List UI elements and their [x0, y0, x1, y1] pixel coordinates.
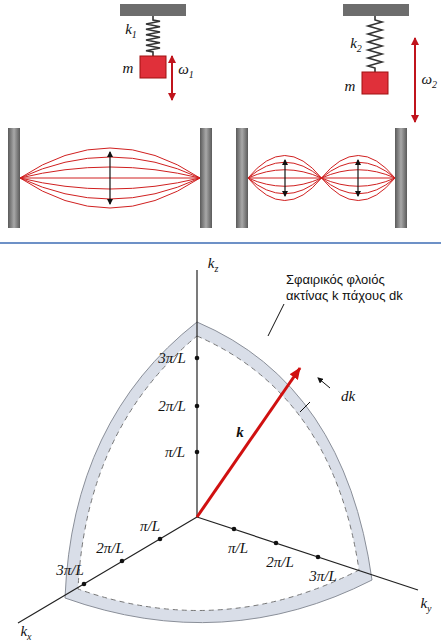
axis-label: 3π/L — [56, 562, 84, 579]
tick-dots — [82, 356, 321, 587]
wall — [8, 128, 20, 228]
axis-label: π/L — [228, 540, 248, 557]
kz-axis — [196, 270, 197, 517]
string-curve — [248, 156, 395, 201]
caption-label: Σφαιρικός φλοιός ακτίνας k πάχους dk — [286, 272, 426, 303]
oscillation-arrow — [171, 56, 173, 100]
wall — [395, 128, 407, 228]
ky-axis — [197, 517, 418, 590]
axis-label: dk — [341, 388, 355, 405]
leader-line — [268, 304, 284, 336]
axis-label: k2 — [350, 35, 362, 54]
axis-label: π/L — [165, 444, 185, 461]
ceiling — [343, 4, 409, 16]
standing-wave — [20, 148, 395, 208]
amplitude-arrow — [284, 160, 285, 196]
axis-label: m — [123, 60, 134, 77]
spherical-shell — [65, 322, 372, 623]
mass-block — [362, 72, 388, 94]
axis-label: ω2 — [421, 71, 437, 90]
axis-label: kz — [208, 255, 219, 274]
amplitude-arrow — [357, 160, 358, 196]
axis-label: π/L — [140, 518, 160, 535]
wall — [200, 128, 212, 228]
spring-coil — [368, 16, 382, 72]
axis-label: 2π/L — [96, 540, 124, 557]
axis-label: ω1 — [178, 61, 194, 80]
oscillation-arrow — [414, 38, 416, 122]
spring-coil — [146, 16, 160, 56]
axis-label: 2π/L — [158, 398, 186, 415]
axis-label: 3π/L — [158, 350, 186, 367]
string-curve — [248, 156, 395, 201]
axis-label: k1 — [125, 21, 137, 40]
wall — [236, 128, 248, 228]
axis-label: kx — [20, 622, 31, 641]
axis-label: 2π/L — [266, 554, 294, 571]
separator — [0, 242, 441, 244]
thickness-leader — [300, 402, 310, 412]
mass-block — [140, 56, 166, 78]
axis-label: ky — [420, 595, 431, 614]
amplitude-arrow — [109, 152, 110, 204]
ceiling — [120, 4, 186, 16]
wave-vector — [197, 368, 300, 517]
thickness-arrow — [318, 378, 330, 388]
axis-label: 3π/L — [309, 568, 337, 585]
kx-axis — [18, 517, 197, 623]
axis-label: m — [345, 78, 356, 95]
shell-inner-surface — [78, 336, 359, 610]
axis-label: k — [236, 424, 244, 441]
